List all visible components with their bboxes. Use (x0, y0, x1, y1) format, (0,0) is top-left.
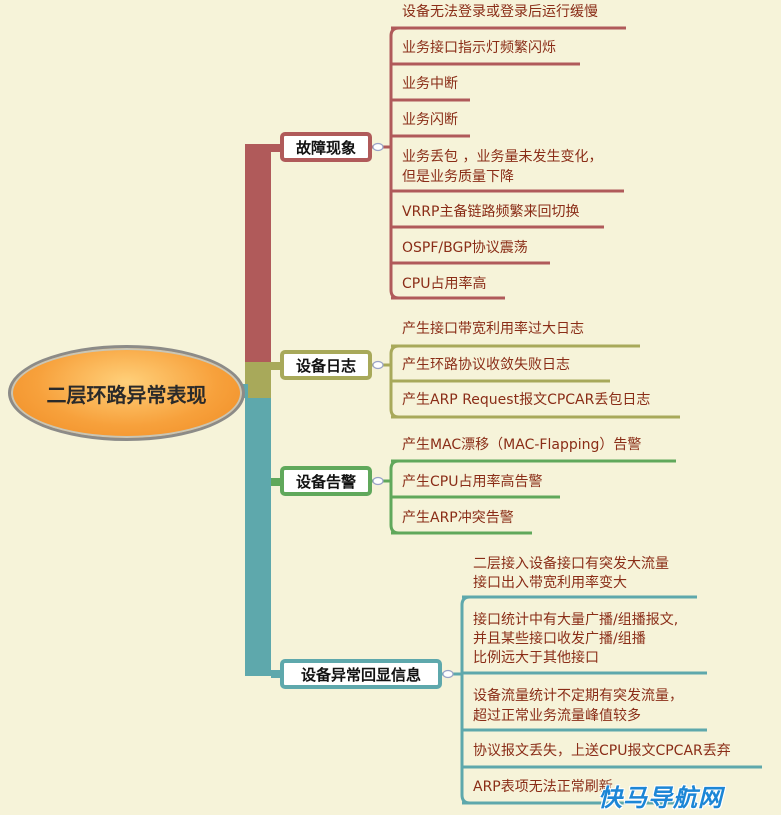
collapse-knob (372, 142, 384, 152)
trunk-alarm-arm (271, 478, 283, 486)
leaf-item: 产生MAC漂移（MAC-Flapping）告警 (402, 437, 642, 453)
leaf-item: OSPF/BGP协议震荡 (402, 240, 528, 256)
branch-label: 设备异常回显信息 (300, 665, 421, 684)
leaf-spine (460, 595, 471, 805)
branch-label: 设备日志 (295, 356, 356, 375)
root-label: 二层环路异常表现 (46, 382, 207, 407)
root-node[interactable]: 二层环路异常表现 (8, 345, 245, 441)
leaf-item: 协议报文丢失，上送CPU报文CPCAR丢弃 (473, 743, 731, 759)
leaf-item: 产生ARP冲突告警 (402, 510, 514, 526)
leaf-item: 二层接入设备接口有突发大流量 接口出入带宽利用率变大 (473, 556, 669, 591)
leaf-item: ARP表项无法正常刷新 (473, 779, 613, 795)
branch-fault-symptoms[interactable]: 故障现象 (280, 132, 372, 162)
leaf-item: 产生环路协议收敛失败日志 (402, 357, 570, 373)
trunk-fault-arm (271, 144, 283, 152)
leaf-item: 产生ARP Request报文CPCAR丢包日志 (402, 392, 651, 408)
trunk-fault (245, 144, 271, 362)
leaf-item: 业务丢包 ，业务量未发生变化， 但是业务质量下降 (402, 149, 603, 185)
leaf-item: 业务接口指示灯频繁闪烁 (402, 40, 556, 56)
trunk-log-arm (271, 362, 283, 370)
branch-abnormal-display-info[interactable]: 设备异常回显信息 (280, 659, 442, 689)
leaf-item: 设备无法登录或登录后运行缓慢 (402, 4, 598, 20)
watermark-logo: 快马导航网 (598, 784, 723, 812)
branch-label: 故障现象 (295, 138, 356, 157)
collapse-knob (372, 476, 384, 486)
trunk-log (245, 362, 271, 398)
trunk-display-arm (271, 670, 283, 678)
leaf-item: CPU占用率高 (402, 276, 487, 292)
leaf-item: 接口统计中有大量广播/组播报文, 并且某些接口收发广播/组播 比例远大于其他接口 (473, 612, 679, 666)
collapse-knob (442, 669, 454, 679)
collapse-knob (372, 360, 384, 370)
trunk-display (245, 398, 271, 676)
branch-device-alarms[interactable]: 设备告警 (280, 466, 372, 496)
leaf-item: 产生CPU占用率高告警 (402, 474, 543, 490)
leaf-item: VRRP主备链路频繁来回切换 (402, 204, 580, 220)
leaf-item: 业务中断 (402, 76, 458, 92)
leaf-spine (389, 26, 400, 300)
leaf-item: 设备流量统计不定期有突发流量， 超过正常业务流量峰值较多 (473, 688, 683, 724)
leaf-item: 业务闪断 (402, 112, 458, 128)
leaf-item: 产生接口带宽利用率过大日志 (402, 321, 584, 337)
branch-label: 设备告警 (295, 472, 356, 491)
branch-device-logs[interactable]: 设备日志 (280, 350, 372, 380)
